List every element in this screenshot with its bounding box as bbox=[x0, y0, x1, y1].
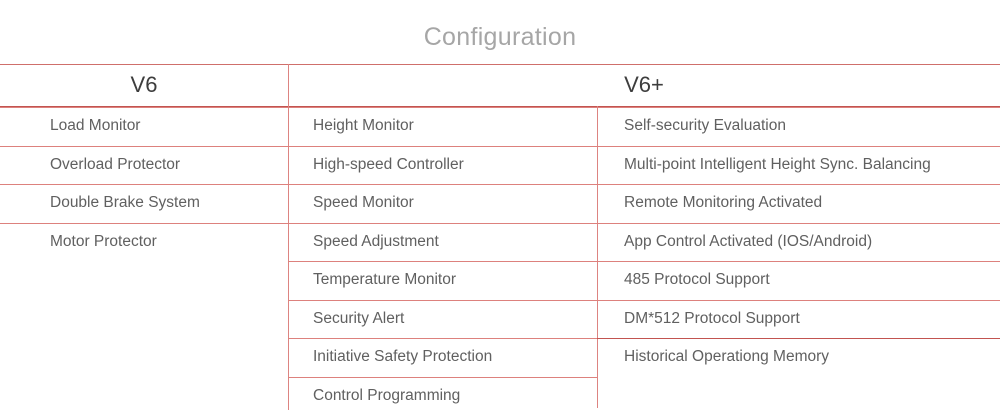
row-rule bbox=[0, 184, 288, 185]
cell-text: Load Monitor bbox=[50, 117, 140, 134]
row-rule bbox=[0, 223, 288, 224]
row-rule bbox=[597, 184, 1000, 185]
table-row: Motor Protector bbox=[0, 223, 288, 262]
cell-text: Double Brake System bbox=[50, 194, 200, 211]
cell-text: Initiative Safety Protection bbox=[313, 348, 492, 365]
table-row: Security Alert bbox=[288, 300, 597, 339]
row-rule bbox=[597, 146, 1000, 147]
row-rule bbox=[597, 338, 1000, 339]
cell-text: Motor Protector bbox=[50, 233, 157, 250]
table-row: Double Brake System bbox=[0, 184, 288, 223]
cell-text: Temperature Monitor bbox=[313, 271, 456, 288]
row-rule bbox=[597, 223, 1000, 224]
row-rule bbox=[597, 107, 1000, 108]
row-rule bbox=[597, 300, 1000, 301]
cell-text: Control Programming bbox=[313, 387, 460, 404]
table-row: Speed Adjustment bbox=[288, 223, 597, 262]
column-v6-body: Load Monitor Overload Protector Double B… bbox=[0, 107, 288, 261]
column-header-v6: V6 bbox=[0, 64, 288, 106]
table-row: App Control Activated (IOS/Android) bbox=[597, 223, 1000, 262]
table-row: Height Monitor bbox=[288, 107, 597, 146]
table-row: Load Monitor bbox=[0, 107, 288, 146]
cell-text: Self-security Evaluation bbox=[624, 117, 786, 134]
column-v6-plus-body-left: Height Monitor High-speed Controller Spe… bbox=[288, 107, 597, 415]
row-rule bbox=[288, 261, 597, 262]
cell-text: Historical Operationg Memory bbox=[624, 348, 829, 365]
table-row: Multi-point Intelligent Height Sync. Bal… bbox=[597, 146, 1000, 185]
table-row: High-speed Controller bbox=[288, 146, 597, 185]
row-rule bbox=[288, 223, 597, 224]
table-row: 485 Protocol Support bbox=[597, 261, 1000, 300]
cell-text: Speed Monitor bbox=[313, 194, 414, 211]
cell-text: Height Monitor bbox=[313, 117, 414, 134]
table-row: Historical Operationg Memory bbox=[597, 338, 1000, 377]
table-row: Overload Protector bbox=[0, 146, 288, 185]
cell-text: 485 Protocol Support bbox=[624, 271, 770, 288]
row-rule bbox=[288, 146, 597, 147]
table-row: Speed Monitor bbox=[288, 184, 597, 223]
table-row: Temperature Monitor bbox=[288, 261, 597, 300]
cell-text: DM*512 Protocol Support bbox=[624, 310, 800, 327]
column-v6-plus-body-right: Self-security Evaluation Multi-point Int… bbox=[597, 107, 1000, 377]
row-rule bbox=[288, 300, 597, 301]
cell-text: Multi-point Intelligent Height Sync. Bal… bbox=[624, 156, 931, 173]
cell-text: Overload Protector bbox=[50, 156, 180, 173]
row-rule bbox=[0, 107, 288, 108]
column-header-v6-plus: V6+ bbox=[288, 64, 1000, 106]
table-row: Remote Monitoring Activated bbox=[597, 184, 1000, 223]
row-rule bbox=[288, 184, 597, 185]
page-title: Configuration bbox=[0, 22, 1000, 52]
table-row: Self-security Evaluation bbox=[597, 107, 1000, 146]
row-rule bbox=[288, 377, 597, 378]
table-row: Initiative Safety Protection bbox=[288, 338, 597, 377]
cell-text: Remote Monitoring Activated bbox=[624, 194, 822, 211]
configuration-table: V6 V6+ Load Monitor Overload Protector D… bbox=[0, 62, 1000, 408]
cell-text: App Control Activated (IOS/Android) bbox=[624, 233, 872, 250]
row-rule bbox=[288, 107, 597, 108]
row-rule bbox=[597, 261, 1000, 262]
cell-text: Security Alert bbox=[313, 310, 404, 327]
table-row: Control Programming bbox=[288, 377, 597, 415]
cell-text: Speed Adjustment bbox=[313, 233, 439, 250]
cell-text: High-speed Controller bbox=[313, 156, 464, 173]
table-row: DM*512 Protocol Support bbox=[597, 300, 1000, 339]
row-rule bbox=[288, 338, 597, 339]
row-rule bbox=[0, 146, 288, 147]
